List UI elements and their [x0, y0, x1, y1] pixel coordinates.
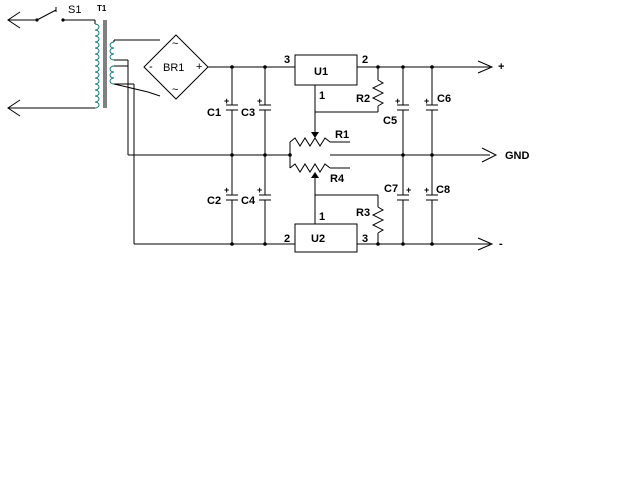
resistor-r3: R3 [356, 195, 385, 244]
capacitor-c2: + C2 [207, 155, 238, 244]
output-ground-label: GND [505, 150, 530, 162]
bridge-minus: - [149, 61, 153, 73]
c2-polarity: + [224, 185, 229, 195]
c8-polarity: + [424, 185, 429, 195]
potentiometer-r4: R4 [289, 163, 350, 195]
bridge-plus: + [196, 61, 202, 73]
secondary-winding-top [109, 41, 115, 61]
capacitor-c7: + C7 [384, 155, 411, 244]
junction-dots [230, 65, 434, 246]
c4-label: C4 [241, 195, 256, 207]
r1-label: R1 [335, 129, 349, 141]
ground-tie [288, 153, 292, 157]
positive-rail: + [208, 60, 504, 74]
capacitor-c5: + C5 [383, 67, 409, 155]
c6-label: C6 [437, 93, 451, 105]
c4-polarity: + [257, 185, 262, 195]
c6-polarity: + [424, 96, 429, 106]
c5-polarity: + [395, 96, 400, 106]
r3-label: R3 [356, 207, 370, 219]
secondary-winding-bottom [109, 65, 115, 85]
c7-polarity: + [406, 185, 411, 195]
u2-label: U2 [311, 233, 325, 245]
u1-pin-in: 3 [284, 54, 290, 66]
regulator-u1: U1 3 2 1 [284, 54, 378, 113]
u1-pin-adj: 1 [319, 90, 325, 102]
capacitor-c3: + C3 [241, 67, 271, 155]
c8-label: C8 [436, 184, 450, 196]
capacitor-c8: + C8 [424, 155, 450, 244]
potentiometer-r1: R1 [289, 112, 350, 168]
switch-s1: S1 [35, 4, 95, 22]
capacitor-c4: + C4 [241, 155, 271, 244]
r4-label: R4 [330, 173, 345, 185]
c2-label: C2 [207, 195, 221, 207]
primary-winding [94, 23, 100, 109]
u1-label: U1 [314, 66, 328, 78]
ground-rail: GND [128, 147, 530, 163]
capacitor-c1: + C1 [207, 67, 238, 155]
c1-label: C1 [207, 107, 221, 119]
regulator-u2: U2 2 3 1 [284, 194, 378, 253]
c3-label: C3 [241, 107, 255, 119]
u1-pin-out: 2 [362, 54, 368, 66]
transformer-label: T1 [97, 4, 107, 13]
bridge-label: BR1 [163, 62, 184, 74]
r2-label: R2 [356, 93, 370, 105]
transformer-t1: T1 [94, 4, 149, 155]
c5-label: C5 [383, 115, 397, 127]
u2-pin-out: 3 [362, 233, 368, 245]
bridge-ac-bottom: ~ [172, 84, 178, 96]
bridge-ac-top: ~ [172, 38, 178, 50]
c1-polarity: + [224, 96, 229, 106]
u2-pin-adj: 1 [319, 211, 325, 223]
output-negative-label: - [499, 238, 503, 250]
u2-pin-in: 2 [284, 233, 290, 245]
c3-polarity: + [257, 96, 262, 106]
switch-label: S1 [68, 4, 81, 16]
negative-rail: - [133, 84, 503, 251]
ac-input-top [7, 11, 37, 29]
resistor-r2: R2 [356, 67, 385, 112]
ac-input-bottom [7, 99, 95, 117]
bridge-rectifier-br1: BR1 - + ~ ~ [143, 34, 209, 100]
c7-label: C7 [384, 183, 398, 195]
output-positive-label: + [498, 61, 504, 73]
capacitor-c6: + C6 [424, 67, 451, 155]
